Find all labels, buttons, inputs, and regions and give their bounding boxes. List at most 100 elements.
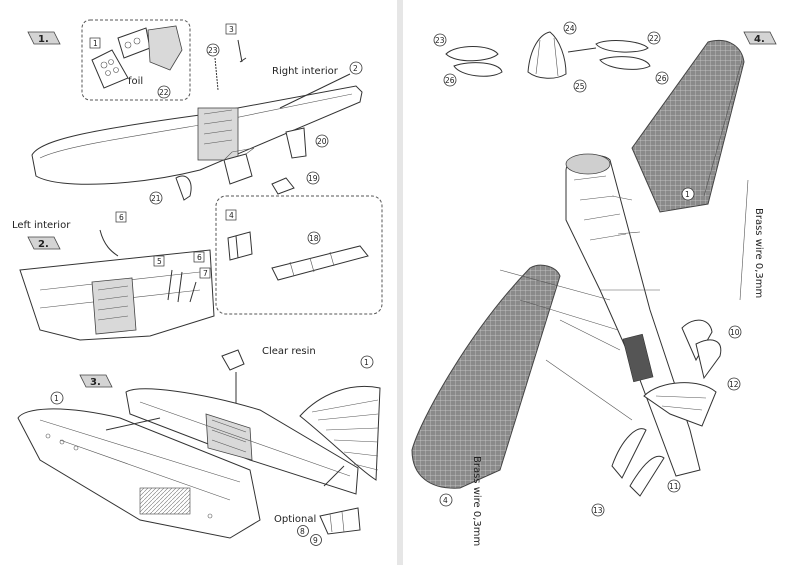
frame-part <box>227 231 253 261</box>
part-number-10: 10 <box>728 325 742 339</box>
svg-text:2.: 2. <box>38 239 49 250</box>
step-4-badge: 4. <box>743 31 777 45</box>
part-number-3: 3 <box>225 23 237 35</box>
svg-text:23: 23 <box>435 36 445 45</box>
clear-resin-windscreen <box>221 349 245 371</box>
svg-text:7: 7 <box>203 269 208 278</box>
assembly-arrow-1 <box>279 73 351 109</box>
seat-rail-detail-box <box>215 195 383 315</box>
part-number-6-a: 6 <box>115 211 127 223</box>
part-number-20: 20 <box>315 134 329 148</box>
svg-text:3: 3 <box>229 25 234 34</box>
svg-text:1: 1 <box>93 39 98 48</box>
part-number-13: 13 <box>591 503 605 517</box>
svg-text:8: 8 <box>300 527 305 536</box>
part-number-1-wing-right: 1 <box>681 187 695 201</box>
left-interior-label: Left interior <box>12 220 71 231</box>
instrument-panel-part <box>91 49 129 89</box>
assembly-arrow-4a <box>567 47 597 53</box>
right-wing <box>631 40 745 213</box>
small-plate-part <box>271 177 295 195</box>
brass-wire-right-label: Brass wire 0,3mm <box>753 208 764 298</box>
part-number-7: 7 <box>199 267 211 279</box>
step-2: Left interior 2. 6 5 6 7 <box>12 195 383 341</box>
svg-text:9: 9 <box>313 536 318 545</box>
step-1-badge: 1. <box>27 31 61 45</box>
control-stick-part <box>237 39 247 63</box>
svg-text:22: 22 <box>159 88 169 97</box>
horizontal-stabilizer <box>643 382 717 427</box>
svg-text:5: 5 <box>157 257 162 266</box>
part-number-9: 9 <box>310 534 322 546</box>
svg-text:20: 20 <box>317 137 327 146</box>
assembly-guides-4 <box>499 195 641 421</box>
svg-text:6: 6 <box>197 253 202 262</box>
part-number-26-left: 26 <box>443 73 457 87</box>
part-number-24-right: 24 <box>563 21 577 35</box>
aileron-part-11 <box>629 455 665 497</box>
part-number-1-foil: 1 <box>89 37 101 49</box>
foil-label: foil <box>128 76 143 87</box>
svg-text:4: 4 <box>229 211 234 220</box>
spinner-part <box>527 31 567 79</box>
svg-text:19: 19 <box>308 174 318 183</box>
svg-text:4: 4 <box>443 496 448 505</box>
svg-text:22: 22 <box>649 34 659 43</box>
svg-text:1: 1 <box>685 190 690 199</box>
part-number-4-wing-left: 4 <box>439 493 453 507</box>
part-number-2: 2 <box>349 61 363 75</box>
part-number-22-foil: 22 <box>157 85 171 99</box>
lever-parts <box>167 269 197 303</box>
brass-wire-left-label: Brass wire 0,3mm <box>471 456 482 546</box>
step-3: 3. Clear resin 1 <box>17 346 381 546</box>
clear-resin-label: Clear resin <box>262 346 316 357</box>
box-part <box>223 153 253 185</box>
svg-text:10: 10 <box>730 328 740 337</box>
part-number-11: 11 <box>667 479 681 493</box>
part-number-26-right: 26 <box>655 71 669 85</box>
part-number-18: 18 <box>307 231 321 245</box>
elevator-part-12 <box>695 339 722 380</box>
part-number-23-right: 23 <box>433 33 447 47</box>
optional-label: Optional <box>274 514 316 525</box>
part-number-8: 8 <box>297 525 309 537</box>
part-number-23-top: 23 <box>206 43 220 57</box>
assembly-arrow-3b <box>105 417 161 431</box>
optional-rudder-part <box>319 507 361 535</box>
svg-text:4.: 4. <box>754 34 765 45</box>
svg-text:1.: 1. <box>38 34 49 45</box>
part-number-19: 19 <box>306 171 320 185</box>
svg-text:24: 24 <box>565 24 575 33</box>
svg-text:3.: 3. <box>90 377 101 388</box>
part-number-6-b: 6 <box>193 251 205 263</box>
svg-text:1: 1 <box>54 394 59 403</box>
part-number-25-right: 25 <box>573 79 587 93</box>
svg-text:11: 11 <box>669 482 679 491</box>
svg-text:26: 26 <box>445 76 455 85</box>
right-fuselage-half <box>31 85 363 185</box>
step-4: 4. 23 26 24 25 22 2 <box>411 21 777 546</box>
left-wing <box>411 264 561 489</box>
part-number-1-step3-left: 1 <box>50 391 64 405</box>
seat-part <box>285 127 307 159</box>
svg-text:6: 6 <box>119 213 124 222</box>
pilot-head-armor-part <box>175 175 192 201</box>
step-3-badge: 3. <box>79 374 113 388</box>
wheel-cover-left <box>445 46 499 62</box>
step-2-badge: 2. <box>27 236 61 250</box>
right-interior-label: Right interior <box>272 66 339 77</box>
wheel-cover-right <box>595 40 649 53</box>
wheel-cover-left-2 <box>453 62 503 77</box>
part-number-1-step3-right: 1 <box>360 355 374 369</box>
part-number-5: 5 <box>153 255 165 267</box>
part-number-12: 12 <box>727 377 741 391</box>
elevator-part-10 <box>681 319 713 362</box>
part-number-22-right: 22 <box>647 31 661 45</box>
aileron-part-13 <box>611 428 647 479</box>
svg-text:2: 2 <box>353 64 358 73</box>
foil-panel-part <box>117 25 183 71</box>
foil-detail-box <box>81 19 191 101</box>
brass-wire-right-line <box>739 179 749 301</box>
svg-text:25: 25 <box>575 82 585 91</box>
